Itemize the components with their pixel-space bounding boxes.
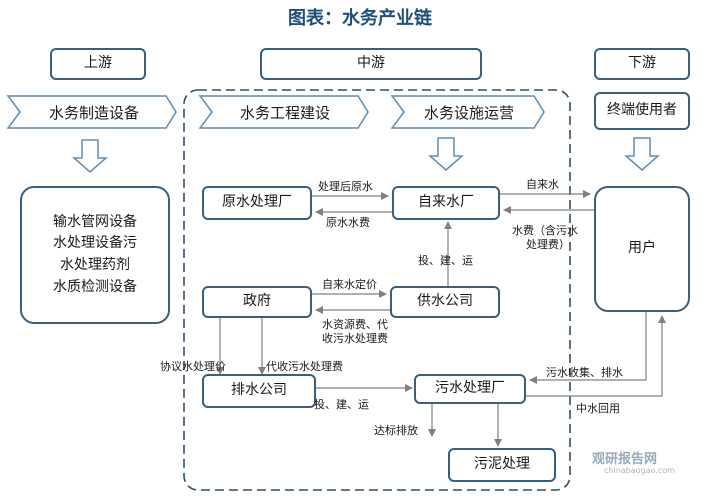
down-arrow-icon — [72, 139, 108, 173]
down-arrow-icon — [428, 137, 464, 171]
node-water-supply-company: 供水公司 — [390, 286, 500, 318]
banner-shape-manufacturing — [6, 95, 177, 129]
header-downstream: 下游 — [594, 48, 690, 80]
edge-label-tap-water-pricing: 自来水定价 — [322, 278, 377, 291]
header-downstream-label: 下游 — [628, 55, 656, 72]
edge-label-tap-water: 自来水 — [526, 178, 559, 191]
banner-engineering: 水务工程建设 — [239, 103, 330, 122]
list-item: 水处理药剂 — [60, 257, 130, 273]
node-drainage-company: 排水公司 — [202, 374, 316, 408]
node-tap-water-plant: 自来水厂 — [392, 186, 500, 220]
edge-label-agreed-treatment-price: 协议水处理价 — [160, 360, 226, 373]
banner-shape-operation — [390, 95, 545, 129]
edge-label-reclaimed-water: 中水回用 — [576, 402, 620, 415]
node-user: 用户 — [594, 186, 690, 312]
terminal-user-box: 终端使用者 — [594, 92, 690, 130]
banner-operation: 水务设施运营 — [423, 103, 514, 122]
list-item: 输水管网设备 — [53, 213, 137, 230]
edge-label-water-resource-fee-1: 水资源费、代 — [322, 318, 388, 331]
edge-label-water-resource-fee-2: 收污水处理费 — [322, 332, 388, 345]
edge-label-raw-water-fee: 原水水费 — [326, 216, 370, 229]
edge-label-collected-treatment-fee: 代收污水处理费 — [266, 360, 343, 373]
node-sludge-treatment: 污泥处理 — [448, 448, 556, 482]
page-title: 图表：水务产业链 — [288, 8, 432, 29]
header-midstream: 中游 — [260, 48, 482, 80]
node-government: 政府 — [202, 286, 312, 318]
node-sewage-plant: 污水处理厂 — [414, 374, 526, 404]
midstream-region — [183, 89, 571, 491]
edge-label-water-fee-2: 处理费） — [526, 238, 570, 251]
terminal-user-label: 终端使用者 — [607, 102, 677, 119]
edge-label-standard-discharge: 达标排放 — [374, 424, 418, 437]
header-upstream-label: 上游 — [84, 55, 112, 72]
upstream-equipment-list: 输水管网设备 水处理设备污 水处理药剂 水质检测设备 — [20, 186, 170, 324]
edge-label-invest-build-operate-2: 投、建、运 — [314, 398, 369, 411]
down-arrow-icon — [624, 137, 660, 171]
header-midstream-label: 中游 — [357, 55, 385, 72]
edge-label-water-fee-1: 水费（含污水 — [512, 224, 578, 237]
edge-label-invest-build-operate: 投、建、运 — [418, 254, 473, 267]
list-item: 水处理设备污 — [53, 235, 137, 252]
list-item: 水质检测设备 — [53, 278, 137, 295]
banner-manufacturing: 水务制造设备 — [48, 103, 139, 122]
edge-label-sewage-collection: 污水收集、排水 — [546, 366, 623, 379]
node-raw-water-plant: 原水处理厂 — [202, 186, 312, 220]
banner-shape-engineering — [198, 95, 369, 129]
watermark-url: chinabaogao.com — [604, 466, 675, 475]
header-upstream: 上游 — [50, 48, 146, 80]
watermark-logo: 观研报告网 — [592, 452, 658, 467]
edge-label-treated-raw-water: 处理后原水 — [318, 180, 373, 193]
